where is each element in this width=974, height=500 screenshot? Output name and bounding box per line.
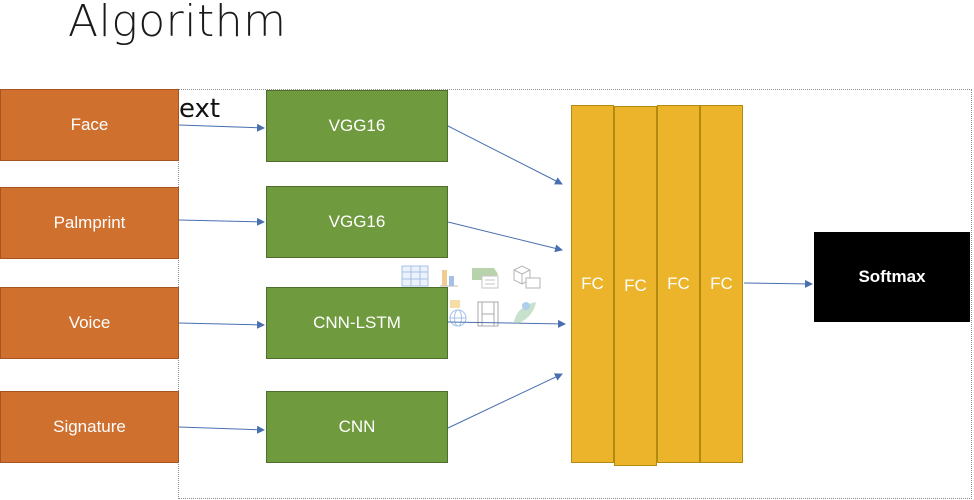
arrow-cnn-to-fc	[447, 373, 563, 429]
input-signature[interactable]: Signature	[0, 391, 179, 463]
fc-layer-3[interactable]: FC	[657, 105, 700, 463]
arrow-palmprint-to-vgg16	[178, 217, 265, 226]
smartart-icon[interactable]	[472, 268, 499, 289]
input-palmprint[interactable]: Palmprint	[0, 187, 179, 259]
model-vgg16-palmprint[interactable]: VGG16	[266, 186, 448, 258]
fc-layer-1[interactable]: FC	[571, 105, 614, 463]
bar-chart-icon[interactable]	[440, 270, 458, 287]
model-cnn-lstm-voice[interactable]: CNN-LSTM	[266, 287, 448, 359]
table-icon[interactable]	[401, 265, 429, 287]
arrow-vgg16-2-to-fc	[447, 221, 563, 253]
placeholder-text: ext	[179, 94, 221, 124]
arrow-vgg16-to-fc	[447, 125, 563, 185]
arrow-cnn-lstm-to-fc	[447, 319, 566, 328]
video-icon[interactable]	[477, 301, 499, 327]
model-vgg16-face[interactable]: VGG16	[266, 90, 448, 162]
input-face[interactable]: Face	[0, 89, 179, 161]
arrow-signature-to-cnn	[178, 425, 265, 434]
insert-content-icons	[401, 265, 541, 327]
online-picture-icon[interactable]	[449, 309, 467, 327]
model-cnn-signature[interactable]: CNN	[266, 391, 448, 463]
slide-title: Algorithm	[68, 0, 287, 47]
3d-model-icon[interactable]	[513, 265, 541, 289]
output-softmax[interactable]: Softmax	[814, 232, 970, 322]
arrow-face-to-vgg16	[178, 123, 265, 132]
arrow-voice-to-cnn-lstm	[178, 320, 265, 329]
arrow-fc-to-softmax	[743, 279, 813, 288]
input-voice[interactable]: Voice	[0, 287, 179, 359]
picture-icon[interactable]	[450, 300, 460, 308]
fc-layer-4[interactable]: FC	[700, 105, 743, 463]
fc-layer-2[interactable]: FC	[614, 106, 657, 466]
icon-insert-icon[interactable]	[514, 302, 536, 324]
